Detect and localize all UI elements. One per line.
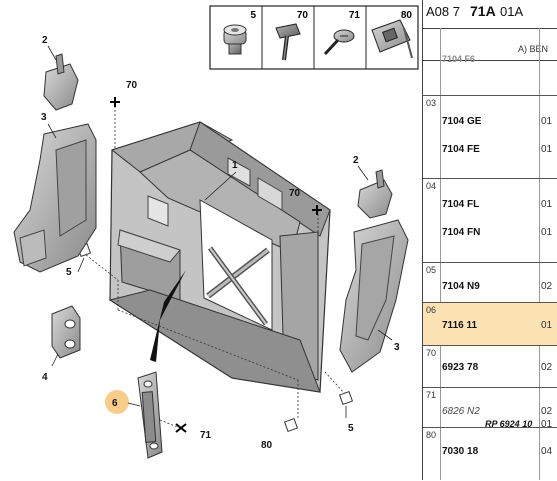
- callout-1: 1: [232, 160, 238, 171]
- callout-2-left: 2: [42, 35, 48, 46]
- callout-5-left: 5: [66, 267, 72, 278]
- row-index: 70: [426, 348, 437, 358]
- legend-number-70: 70: [297, 10, 309, 21]
- callout-71: 71: [200, 430, 212, 441]
- part-reference[interactable]: 6923 78: [442, 362, 479, 373]
- part-reference[interactable]: 7104 FE: [442, 144, 480, 155]
- column-divider-index: [440, 28, 441, 480]
- part-reference[interactable]: 6826 N2: [442, 406, 480, 417]
- parts-row[interactable]: 05 7104 N9 02: [423, 262, 557, 303]
- parts-row[interactable]: 70 6923 78 02: [423, 345, 557, 388]
- callout-numbers: 1 2 2 3 3 4 5 5 6 70 70 71 80: [41, 35, 400, 451]
- row-index: 05: [426, 265, 437, 275]
- parts-row[interactable]: 7104 F6: [423, 54, 557, 95]
- parts-row[interactable]: 04 7104 FL 01 7104 FN 01: [423, 178, 557, 263]
- legend-number-80: 80: [401, 10, 413, 21]
- part-quantity: 01: [541, 144, 553, 155]
- fastener-legend: 5 70 71 80: [209, 5, 419, 70]
- center-reinforcement-strip: [137, 270, 186, 459]
- legend-number-5: 5: [250, 10, 256, 21]
- part-reference[interactable]: 7104 FL: [442, 199, 480, 210]
- column-header: A) BEN: [518, 44, 549, 54]
- clip-icon: [371, 19, 413, 59]
- header-divider: [423, 28, 557, 29]
- part-reference[interactable]: 7104 FN: [442, 227, 481, 238]
- exploded-parts-diagram: 5 70 71 80: [13, 5, 419, 459]
- row-index: 03: [426, 98, 437, 108]
- callout-2-right: 2: [353, 155, 359, 166]
- part-quantity: 01: [541, 116, 553, 127]
- part-quantity: 01: [541, 419, 553, 430]
- callout-leaders: [47, 45, 393, 418]
- left-air-deflector: [13, 123, 97, 273]
- row-index: 80: [426, 430, 437, 440]
- left-upper-bracket: [43, 53, 79, 111]
- parts-row[interactable]: 80 7030 18 04: [423, 427, 557, 481]
- screw-icon: [323, 29, 355, 56]
- callout-4: 4: [42, 372, 48, 383]
- parts-row[interactable]: 06 7116 11 01: [423, 302, 557, 346]
- part-quantity: 01: [541, 320, 553, 331]
- fastener-markers: [110, 97, 322, 433]
- right-upper-bracket: [357, 169, 393, 219]
- part-quantity: 02: [541, 406, 553, 417]
- part-reference[interactable]: 7104 F6: [442, 54, 476, 64]
- callout-70-right: 70: [289, 188, 301, 199]
- callout-3-left: 3: [41, 112, 47, 123]
- row-index: 71: [426, 390, 437, 400]
- column-divider-qty: [539, 28, 540, 480]
- row-index: 04: [426, 181, 437, 191]
- parts-row[interactable]: 03 7104 GE 01 7104 FE 01: [423, 95, 557, 179]
- legend-number-71: 71: [349, 10, 361, 21]
- part-quantity: 01: [541, 199, 553, 210]
- part-reference[interactable]: 7104 GE: [442, 116, 482, 127]
- subheader-divider: [423, 60, 557, 61]
- part-reference[interactable]: 7030 18: [442, 446, 479, 457]
- diagram-reference: A08 7 71A 01A: [423, 0, 557, 22]
- small-mounting-bracket: [51, 305, 81, 359]
- reference-suffix: 01A: [500, 4, 524, 19]
- callout-70-top: 70: [126, 80, 138, 91]
- callout-6: 6: [112, 398, 118, 409]
- callout-3-right: 3: [394, 342, 400, 353]
- leader-lines: [85, 102, 347, 429]
- callout-5-right: 5: [348, 423, 354, 434]
- selected-part-highlight: [105, 390, 129, 414]
- bolt-icon: [275, 23, 301, 61]
- part-reference[interactable]: 7116 11: [442, 320, 478, 331]
- reference-prefix: A08 7: [426, 4, 460, 19]
- part-quantity: 02: [541, 362, 553, 373]
- right-air-deflector: [339, 219, 409, 373]
- part-quantity: 01: [541, 227, 553, 238]
- bushing-icon: [223, 24, 247, 55]
- part-quantity: 02: [541, 281, 553, 292]
- part-reference[interactable]: 7104 N9: [442, 281, 480, 292]
- callout-80: 80: [261, 440, 273, 451]
- part-reference[interactable]: RP 6924 10: [485, 419, 533, 429]
- reference-bold: 71A: [470, 3, 496, 19]
- front-end-carrier-frame: [108, 121, 331, 393]
- parts-row[interactable]: 71 6826 N2 02 RP 6924 10 01: [423, 387, 557, 430]
- row-index: 06: [426, 305, 437, 315]
- part-quantity: 04: [541, 446, 553, 457]
